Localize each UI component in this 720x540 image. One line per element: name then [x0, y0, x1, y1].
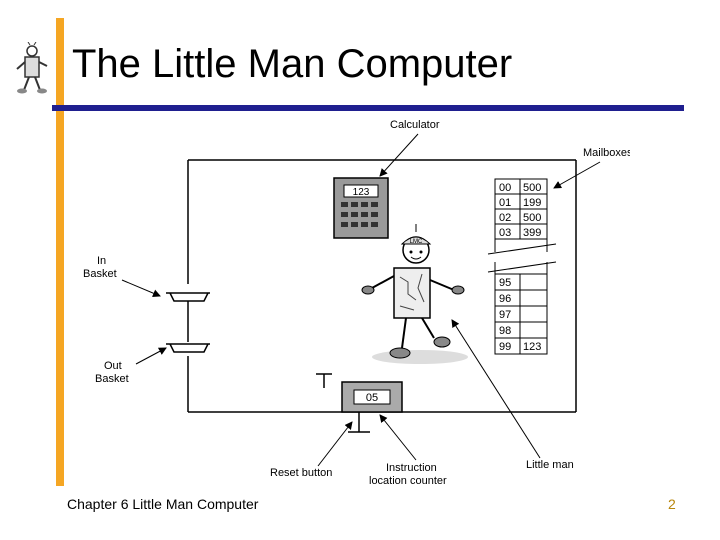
little-man: LMC: [361, 224, 468, 364]
label-instruction: Instruction: [386, 462, 437, 474]
out-basket: [166, 343, 210, 353]
label-mailboxes: Mailboxes: [583, 147, 630, 159]
in-basket: [166, 292, 210, 308]
mailbox-value: 123: [523, 341, 541, 353]
little-man-icon: [16, 42, 48, 94]
cap-badge: LMC: [410, 239, 423, 245]
title-rule: [52, 105, 684, 111]
mailbox-value: 500: [523, 212, 541, 224]
mailbox-address: 97: [499, 309, 511, 321]
mailbox-cells: 00 500 01 199 02 500 03 399 95 96 97 98 99 123: [499, 182, 541, 353]
mailboxes-grid: [487, 178, 557, 355]
page-number: 2: [668, 496, 676, 512]
label-in-basket-line2: Basket: [83, 268, 117, 280]
reset-button: [316, 373, 370, 433]
mailbox-value: 399: [523, 227, 541, 239]
label-calculator: Calculator: [390, 119, 440, 131]
mailbox-address: 02: [499, 212, 511, 224]
callout-arrows: [121, 133, 601, 467]
calculator-keys: [341, 202, 378, 227]
mailbox-value: 500: [523, 182, 541, 194]
label-location-counter: location counter: [369, 475, 447, 487]
mailbox-value: 199: [523, 197, 541, 209]
label-reset-button: Reset button: [270, 467, 332, 479]
lmc-diagram: 123 00 500 01 199 02 500 03 399 95 96 97 98 99 123 LM…: [83, 119, 630, 487]
label-out-basket-line1: Out: [104, 360, 122, 372]
mailbox-address: 95: [499, 277, 511, 289]
slide-footer: Chapter 6 Little Man Computer: [67, 496, 259, 512]
label-in-basket-line1: In: [97, 255, 106, 267]
accent-bar: [56, 18, 64, 486]
mailbox-address: 01: [499, 197, 511, 209]
mailbox-address: 99: [499, 341, 511, 353]
mailbox-address: 98: [499, 325, 511, 337]
label-out-basket-line2: Basket: [95, 373, 129, 385]
mailbox-address: 00: [499, 182, 511, 194]
counter-display: 05: [366, 392, 378, 404]
instruction-location-counter: 05: [341, 381, 403, 413]
mailbox-address: 03: [499, 227, 511, 239]
calculator-display: 123: [353, 187, 370, 198]
slide-title: The Little Man Computer: [72, 42, 513, 86]
label-little-man: Little man: [526, 459, 574, 471]
calculator: 123: [333, 177, 389, 239]
mailbox-address: 96: [499, 293, 511, 305]
